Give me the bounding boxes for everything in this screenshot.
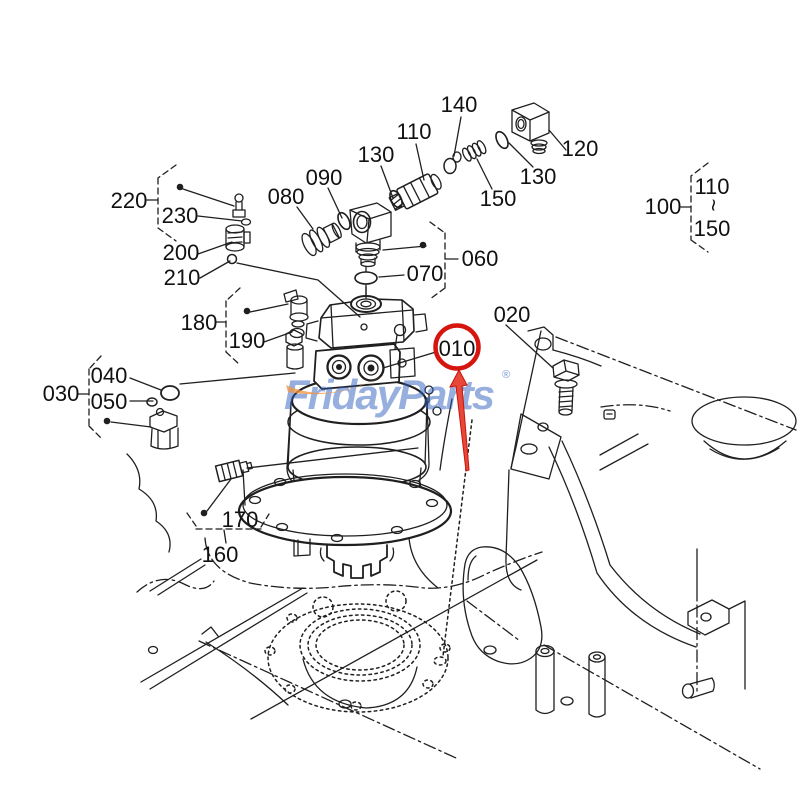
part-080-drawing: [301, 222, 342, 257]
frame-pins: [535, 644, 606, 718]
part-label-090: 090: [306, 165, 343, 190]
part-label-150: 150: [480, 186, 517, 211]
part-label-200: 200: [163, 240, 200, 265]
part-label-050: 050: [91, 389, 128, 414]
part-number-labels: 2202302002101801900800901301101401501301…: [43, 92, 731, 567]
part-020-drawing: [552, 359, 580, 416]
part-label-210: 210: [164, 265, 201, 290]
frame-drawing: [126, 326, 797, 770]
mount-hole-pattern: [147, 419, 473, 713]
part-label-170: 170: [222, 507, 259, 532]
part-label-020: 020: [494, 302, 531, 327]
part-label-140: 140: [441, 92, 478, 117]
part-230-drawing: [232, 193, 252, 226]
part-200-drawing: [225, 224, 251, 252]
part-130b-drawing: [495, 130, 509, 150]
part-label-180: 180: [181, 310, 218, 335]
part-150-drawing: [461, 140, 487, 162]
part-060-drawing: [349, 202, 392, 273]
part-label-110: 110: [396, 119, 431, 144]
part-label-120: 120: [562, 136, 599, 161]
part-label-160: 160: [202, 542, 239, 567]
part-110-drawing: [388, 173, 442, 211]
part-label-080: 080: [268, 184, 305, 209]
part-label-010: 010: [439, 336, 476, 361]
part-label-150r: 150: [694, 216, 731, 241]
part-label-040: 040: [91, 363, 128, 388]
flange-bolt-holes: [248, 477, 439, 543]
part-190-drawing: [283, 289, 309, 339]
part-label-230: 230: [162, 203, 199, 228]
part-210-drawing: [226, 253, 238, 265]
part-140-drawing: [443, 151, 462, 175]
highlight-arrow-icon: [449, 368, 470, 472]
part-label-190: 190: [229, 328, 266, 353]
part-040-drawing: [160, 385, 180, 401]
part-label-060: 060: [462, 246, 499, 271]
part-label-110r: 110: [694, 174, 729, 199]
part-label-130b: 130: [520, 164, 557, 189]
part-label-tilde: ~: [701, 199, 726, 212]
part-label-030: 030: [43, 381, 80, 406]
part-120-drawing: [511, 102, 550, 155]
part-label-070: 070: [407, 261, 444, 286]
leader-lines: [103, 116, 567, 517]
fitting-parts: [146, 102, 580, 483]
part-label-130a: 130: [358, 142, 395, 167]
part-label-220: 220: [111, 188, 148, 213]
group-brackets: [76, 162, 709, 544]
highlight-circle: [433, 323, 481, 371]
part-050-drawing: [146, 397, 158, 407]
part-label-100: 100: [645, 194, 682, 219]
